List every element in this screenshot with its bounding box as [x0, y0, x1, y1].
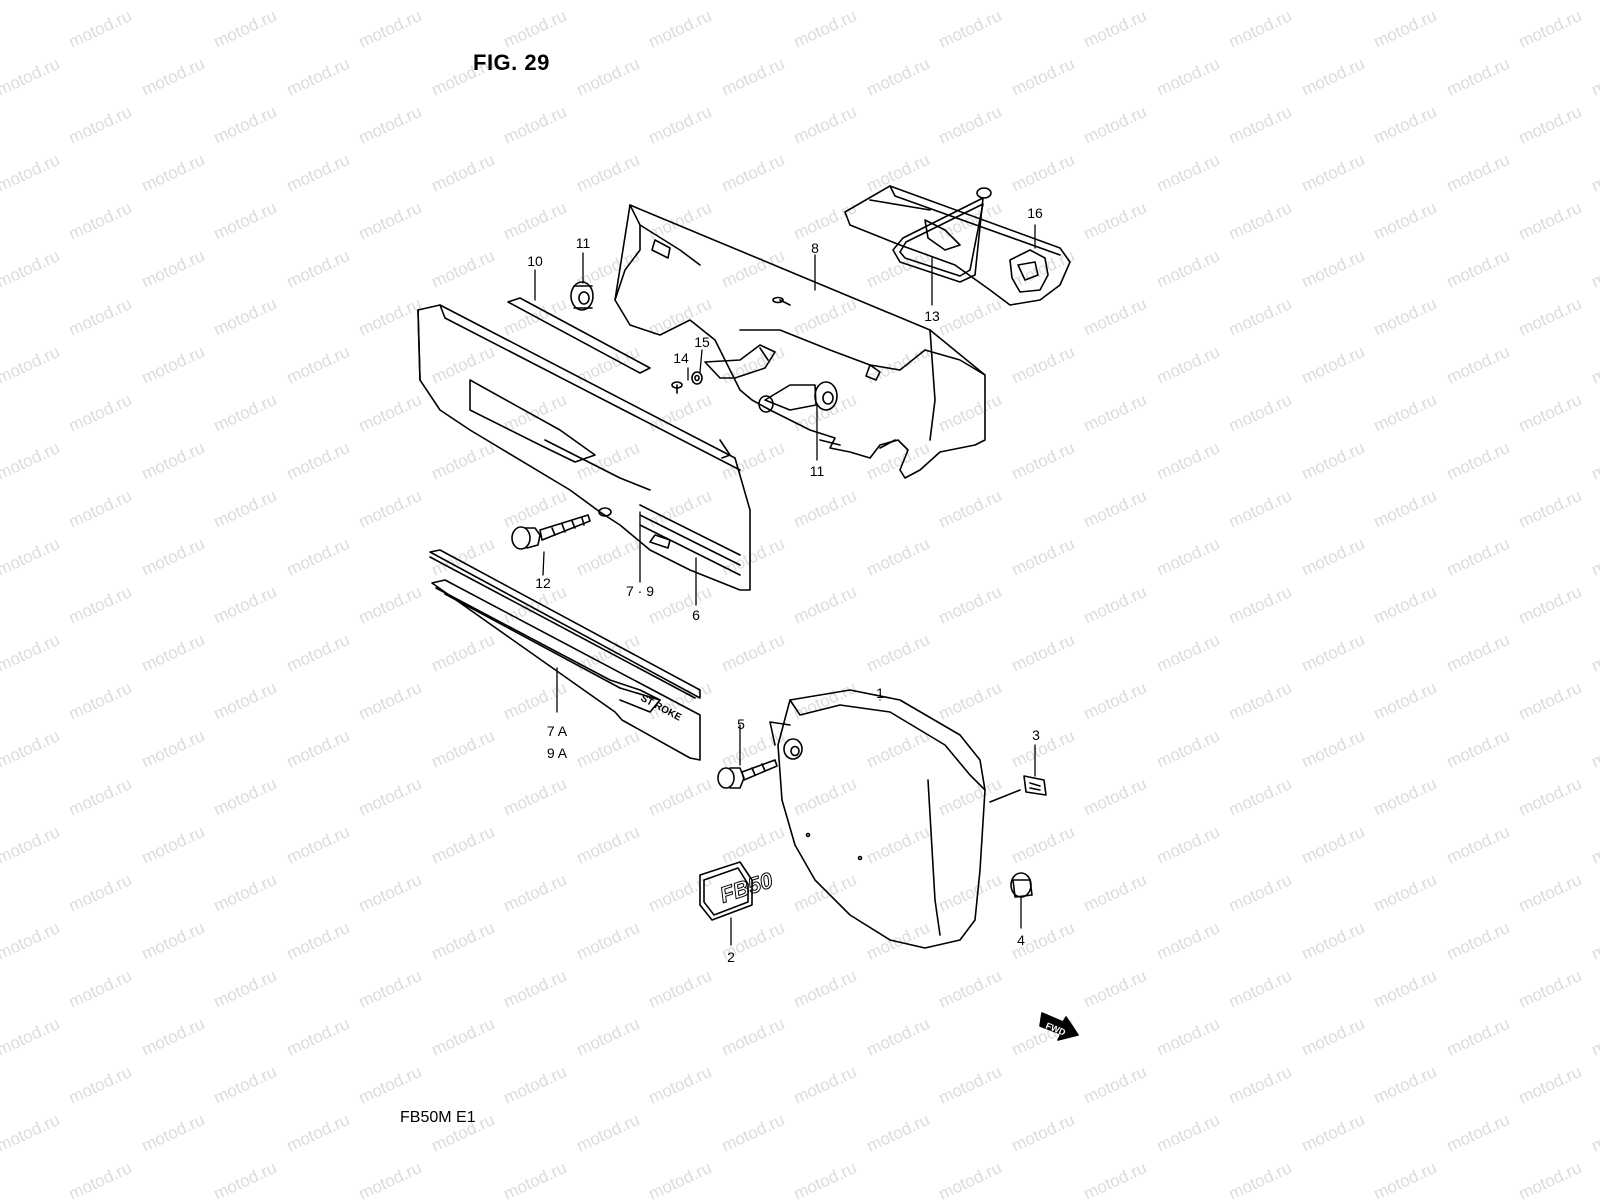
part-6-side-panel — [417, 304, 751, 591]
part-5-screw — [717, 759, 778, 789]
part-14-screw — [671, 381, 683, 394]
part-2-emblem — [699, 861, 753, 921]
fwd-arrow — [1039, 1012, 1079, 1041]
callout-12: 12 — [535, 575, 551, 591]
part-8-rear-cowl — [614, 204, 986, 479]
callout-11-upper: 11 — [575, 235, 591, 251]
callout-5: 5 — [737, 716, 745, 732]
bracket — [704, 344, 776, 379]
part-3-clip — [1023, 775, 1047, 796]
stripe-text: ST ROKE — [639, 693, 684, 724]
leader-lines — [534, 224, 1036, 946]
callout-8: 8 — [811, 240, 819, 256]
part-13-strap — [892, 187, 992, 283]
callout-3: 3 — [1032, 727, 1040, 743]
leader-3 — [989, 789, 1021, 803]
callout-15: 15 — [694, 334, 710, 350]
callout-4: 4 — [1017, 932, 1025, 948]
part-11-grommet-upper — [570, 281, 594, 311]
callout-7-9: 7 · 9 — [625, 583, 655, 599]
part-15-washer — [691, 371, 703, 385]
callout-10: 10 — [527, 253, 543, 269]
model-code: FB50M E1 — [400, 1109, 476, 1126]
callout-13: 13 — [924, 308, 940, 324]
figure-title: FIG. 29 — [473, 50, 550, 75]
part-11-grommet-lower — [758, 381, 838, 413]
part-1-side-cover — [769, 689, 986, 949]
callout-1: 1 — [876, 685, 884, 701]
part-4-grommet — [1010, 872, 1033, 898]
callout-7a: 7 A — [546, 723, 568, 739]
callout-16: 16 — [1027, 205, 1043, 221]
part-16-cover — [844, 185, 1071, 306]
callout-11-lower: 11 — [809, 463, 825, 479]
callout-6: 6 — [692, 607, 700, 623]
part-10-strip — [507, 297, 651, 374]
callout-14: 14 — [673, 350, 689, 366]
callout-2: 2 — [727, 949, 735, 965]
part-12-bolt — [511, 514, 591, 550]
part-7a-9a-stripe — [429, 549, 701, 761]
callout-9a: 9 A — [546, 745, 568, 761]
